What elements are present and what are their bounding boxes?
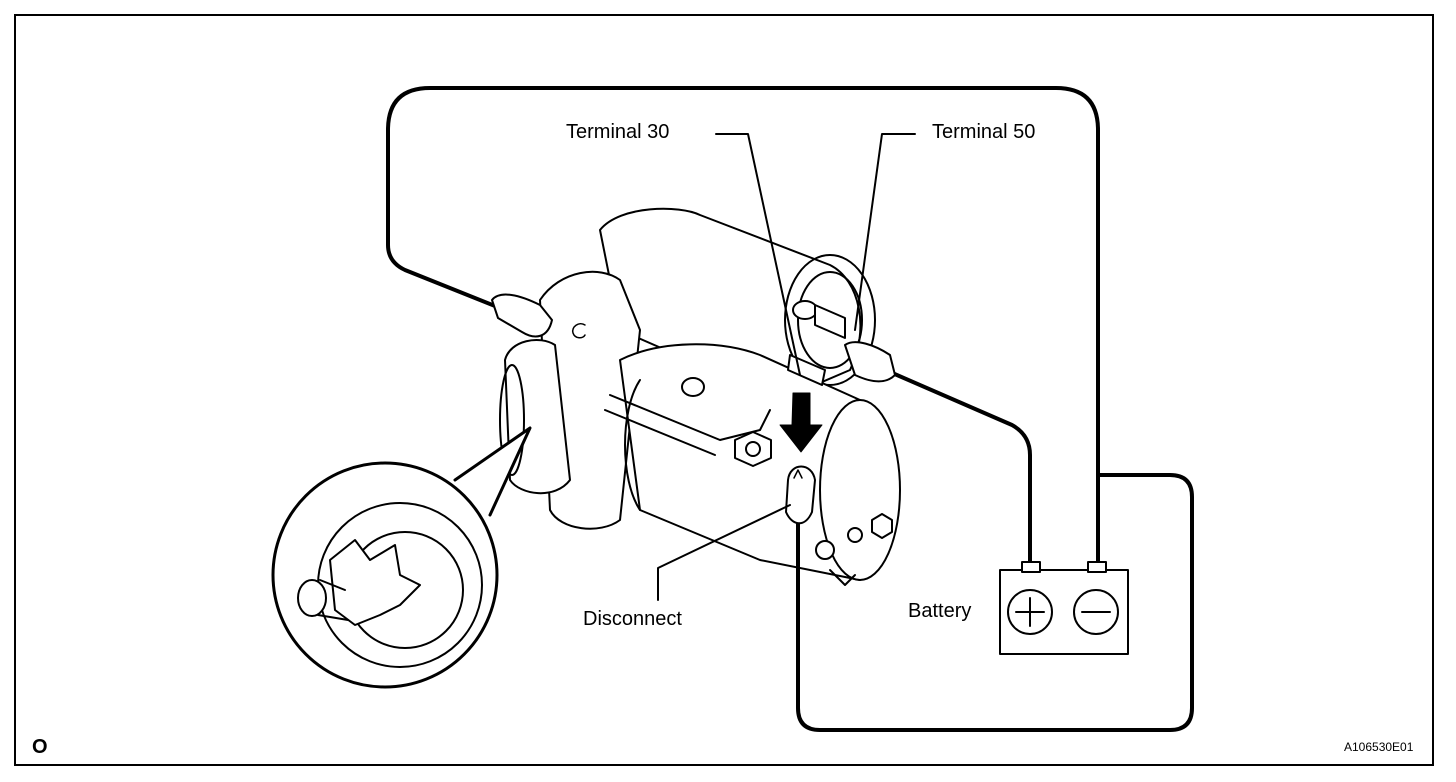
- clip-terminal-50: [844, 341, 896, 383]
- disconnect-label: Disconnect: [583, 608, 682, 630]
- disconnect-arrow: [779, 392, 823, 453]
- starter-motor: [499, 207, 901, 586]
- clip-negative: [491, 293, 553, 338]
- figure-code: A106530E01: [1344, 740, 1414, 754]
- test-lead-negative: [386, 86, 1100, 570]
- figure-frame: [14, 14, 1434, 766]
- terminal-50-label: Terminal 50: [932, 121, 1036, 143]
- clip-disconnected: [785, 465, 816, 525]
- battery-label: Battery: [908, 600, 972, 622]
- corner-mark: O: [32, 736, 48, 758]
- test-lead-positive: [888, 370, 1032, 570]
- pinion-detail-inset: [271, 426, 532, 689]
- ground-lead: [796, 473, 1194, 732]
- battery-negative-terminal-symbol: [1073, 589, 1119, 635]
- terminal-30-label: Terminal 30: [566, 121, 670, 143]
- battery-positive-terminal-symbol: [1007, 589, 1053, 635]
- leader-terminal-50: [854, 133, 916, 331]
- leader-disconnect: [657, 504, 791, 601]
- battery: [999, 561, 1129, 655]
- leader-terminal-30: [715, 133, 801, 376]
